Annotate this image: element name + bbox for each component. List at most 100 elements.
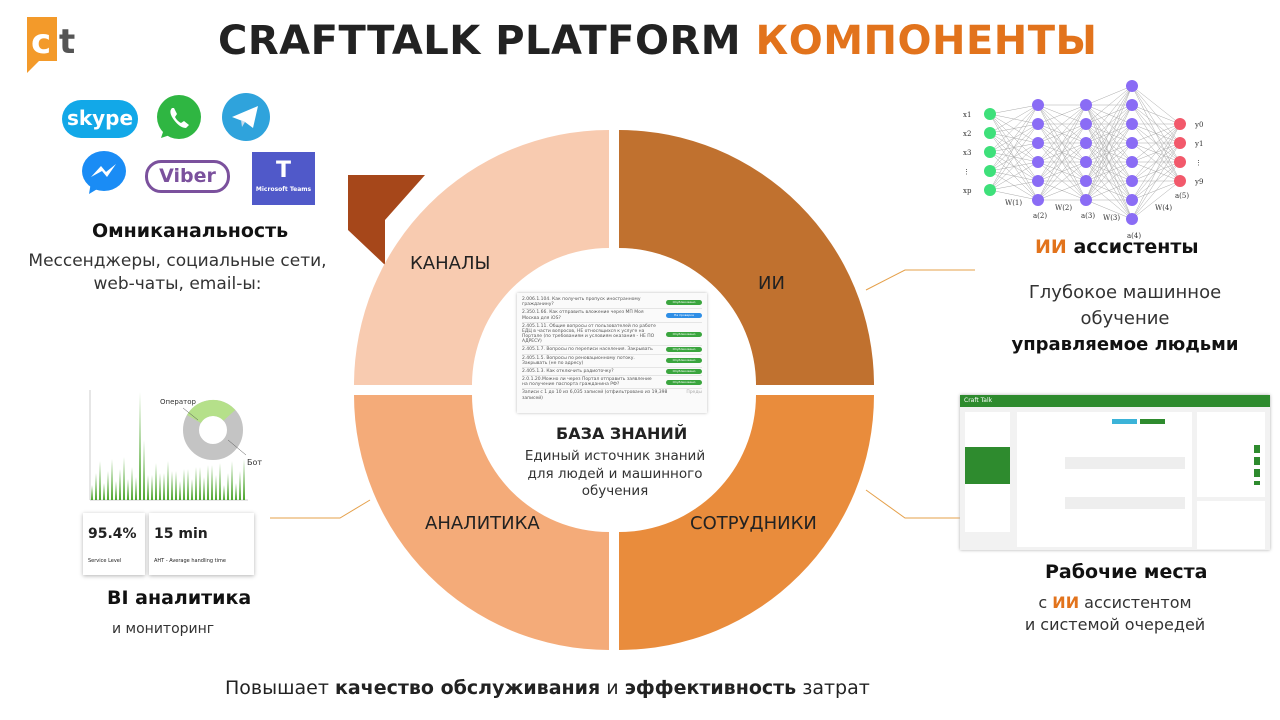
ai-desc-line3: управляемое людьми — [1011, 334, 1239, 356]
nn-input-label: xp — [963, 187, 972, 195]
nn-node — [1174, 118, 1186, 130]
kpi-card-service-level: 95.4% Service Level — [83, 513, 145, 575]
nn-node — [1032, 118, 1044, 130]
skype-icon: skype — [62, 100, 138, 138]
kb-row[interactable]: 2.405.1.11. Общие вопросы от пользовател… — [522, 323, 702, 347]
workplace-desc-accent: ИИ — [1052, 593, 1080, 612]
knowledge-base-title: БАЗА ЗНАНИЙ — [556, 424, 688, 443]
nn-node — [1126, 99, 1138, 111]
page-title: CRAFTTALK PLATFORM КОМПОНЕНТЫ — [218, 18, 1098, 64]
nn-weight-label: W(1) — [1005, 199, 1022, 207]
kb-row[interactable]: 2.405.1.5. Вопросы по реновационному пот… — [522, 355, 702, 368]
kb-row-text: 2.405.1.7. Вопросы по переписи населения… — [522, 347, 653, 353]
nn-node — [1126, 137, 1138, 149]
nn-node — [1126, 118, 1138, 130]
footer-bold1: качество обслуживания — [334, 677, 601, 699]
kb-footer: Записи с 1 до 10 из 6,035 записей (отфил… — [522, 390, 668, 401]
telegram-icon — [222, 93, 270, 145]
nn-node — [1032, 156, 1044, 168]
nn-node — [1032, 175, 1044, 187]
nn-node — [1080, 137, 1092, 149]
ring-segment-ai — [619, 130, 874, 385]
kpi2-value: 15 min — [154, 526, 208, 542]
nn-input-label: x3 — [963, 149, 971, 157]
nn-node — [1174, 137, 1186, 149]
nn-input-label: ⋮ — [963, 168, 970, 176]
nn-input-label: x1 — [963, 111, 971, 119]
nn-output-label: y0 — [1194, 121, 1203, 129]
kb-prev-button[interactable]: Преды — [686, 390, 702, 396]
ring-label-ai: ИИ — [758, 273, 785, 294]
kb-desc-line1: Единый источник знаний — [524, 448, 706, 464]
nn-node — [1126, 213, 1138, 225]
nn-input-label: x2 — [963, 130, 971, 138]
kb-row-text: 2.405.1.5. Вопросы по реновационному пот… — [522, 355, 635, 366]
kb-desc-line3: обучения — [581, 483, 649, 500]
kb-status-badge: Опубликовано — [666, 379, 702, 385]
analytics-heading: BI аналитика — [107, 587, 252, 609]
omnichannel-desc-line2: web-чаты, email-ы: — [93, 273, 262, 294]
kb-row-text: 2.0.1.20.Можно ли через Портал отправить… — [522, 377, 652, 388]
kpi2-label: AHT - Average handling time — [154, 558, 226, 564]
ai-desc-line2: обучение — [1080, 308, 1170, 330]
nn-node — [984, 108, 996, 120]
kb-status-badge: Опубликовано — [666, 368, 702, 374]
teams-label: Microsoft Teams — [255, 186, 312, 193]
kb-row[interactable]: 2.0.1.20.Можно ли через Портал отправить… — [522, 376, 702, 390]
svg-text:c: c — [31, 22, 51, 62]
nn-node — [1032, 194, 1044, 206]
whatsapp-icon — [155, 94, 203, 146]
nn-weight-label: W(4) — [1155, 204, 1172, 212]
ai-heading-accent: ИИ — [1035, 236, 1067, 258]
kb-row[interactable]: 2.350.1.66. Как отправить вложение через… — [522, 309, 702, 323]
ring-segment-staff — [619, 395, 874, 650]
nn-node — [984, 184, 996, 196]
kb-status-badge: Опубликовано — [666, 299, 702, 305]
nn-output-label: y1 — [1194, 140, 1203, 148]
nn-output-label: y9 — [1194, 178, 1203, 186]
neural-network-diagram: x1x2x3⋮xpy0y1⋮y9W(1)W(2)W(3)W(4)a(2)a(3)… — [963, 80, 1203, 240]
pie-label-bot: Бот — [247, 458, 262, 467]
kb-status-badge: Опубликовано — [666, 347, 702, 353]
microsoft-teams-icon: T Microsoft Teams — [252, 152, 315, 205]
footer-part2: и — [606, 677, 619, 699]
nn-node — [1080, 156, 1092, 168]
title-accent: КОМПОНЕНТЫ — [755, 18, 1098, 64]
nn-node — [1080, 194, 1092, 206]
nn-activation-label: a(3) — [1081, 212, 1095, 220]
ring-label-channels: КАНАЛЫ — [410, 253, 491, 274]
nn-node — [984, 146, 996, 158]
kb-status-badge: Опубликовано — [666, 358, 702, 364]
nn-node — [1174, 156, 1186, 168]
nn-output-label: ⋮ — [1195, 159, 1202, 167]
kb-row[interactable]: 2.006.1.104. Как получить пропуск иностр… — [522, 296, 702, 310]
nn-activation-label: a(2) — [1033, 212, 1047, 220]
pie-label-operator: Оператор — [160, 398, 196, 406]
omnichannel-desc-line1: Мессенджеры, социальные сети, — [28, 251, 327, 271]
kpi-card-aht: 15 min AHT - Average handling time — [149, 513, 254, 575]
kb-row[interactable]: 2.405.1.7. Вопросы по переписи населения… — [522, 346, 702, 355]
nn-node — [1032, 137, 1044, 149]
nn-node — [1080, 175, 1092, 187]
svg-text:t: t — [59, 22, 75, 62]
kb-row[interactable]: 2.405.1.3. Как отключить радиоточку?Опуб… — [522, 368, 702, 377]
connector-analytics — [270, 499, 371, 519]
nn-node — [1174, 175, 1186, 187]
omnichannel-desc: Мессенджеры, социальные сети, web-чаты, … — [25, 250, 330, 296]
workplace-desc-line2: и системой очередей — [1024, 614, 1206, 634]
workplace-desc-rest: ассистентом — [1084, 593, 1192, 612]
workplace-desc-prefix: с — [1038, 593, 1048, 612]
nn-node — [1032, 99, 1044, 111]
nn-weight-label: W(2) — [1055, 204, 1072, 212]
traffic-chart-image — [89, 390, 248, 501]
ai-heading-rest: ассистенты — [1073, 236, 1199, 258]
kpi1-label: Service Level — [88, 558, 122, 564]
nn-activation-label: a(5) — [1175, 192, 1189, 200]
ai-desc-line1: Глубокое машинное — [1028, 282, 1222, 303]
kpi1-value: 95.4% — [88, 526, 137, 542]
kb-status-badge: Опубликовано — [666, 331, 702, 337]
ring-segment-channels — [354, 130, 609, 385]
omnichannel-heading: Омниканальность — [92, 220, 289, 242]
kb-status-badge: На проверке — [666, 313, 702, 319]
